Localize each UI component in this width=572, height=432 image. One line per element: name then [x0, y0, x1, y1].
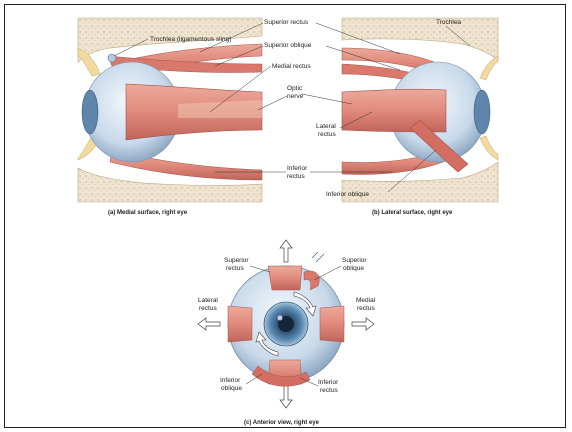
arrow-right — [352, 318, 374, 330]
label-inferior-oblique-b: Inferior oblique — [326, 191, 369, 198]
medial-rectus-muscle-c — [320, 306, 344, 342]
label-lateral-rectus-c-1: Lateral — [198, 297, 218, 304]
label-superior-rectus-a: Superior rectus — [264, 19, 309, 26]
label-optic-nerve-2: nerve — [287, 93, 304, 100]
cornea-medial — [82, 90, 98, 134]
lateral-rectus-muscle-b — [342, 89, 446, 132]
cornea-lateral — [474, 90, 490, 134]
panel-lateral: Trochlea Lateral rectus Inferior oblique… — [302, 18, 498, 216]
label-medial-rectus-c-1: Medial — [356, 297, 376, 304]
label-inferior-rectus-c-2: rectus — [320, 387, 338, 394]
label-lateral-rectus-2: rectus — [318, 131, 336, 138]
panel-anterior: Superior rectus Superior oblique Lateral… — [198, 240, 376, 426]
lateral-rectus-muscle-c — [228, 306, 252, 342]
caption-anterior: (c) Anterior view, right eye — [244, 420, 320, 426]
caption-medial: (a) Medial surface, right eye — [108, 210, 188, 216]
arrow-down — [280, 386, 292, 408]
label-inferior-rectus-2: rectus — [287, 173, 305, 180]
iris-highlight — [278, 316, 283, 321]
label-inferior-oblique-c-2: oblique — [221, 385, 242, 392]
label-superior-oblique-c-2: oblique — [343, 265, 364, 272]
arrow-left — [198, 318, 220, 330]
label-lateral-rectus-c-2: rectus — [199, 305, 217, 312]
label-trochlea: Trochlea — [436, 19, 461, 26]
label-medial-rectus: Medial rectus — [272, 63, 311, 70]
label-superior-rectus-c-2: rectus — [226, 265, 244, 272]
caption-lateral: (b) Lateral surface, right eye — [372, 210, 453, 216]
label-superior-rectus-c-1: Superior — [224, 257, 249, 264]
label-inferior-rectus-1: Inferior — [287, 165, 308, 172]
label-inferior-oblique-c-1: Inferior — [220, 377, 241, 384]
label-inferior-rectus-c-1: Inferior — [318, 379, 339, 386]
arrow-up — [280, 240, 292, 262]
label-lateral-rectus-1: Lateral — [316, 123, 336, 130]
upper-eyelid-b — [480, 56, 498, 80]
label-trochlea-ligamentous: Trochlea (ligamentous sling) — [150, 36, 231, 43]
superior-rectus-muscle-c — [268, 266, 302, 290]
lower-eyelid-b — [480, 136, 498, 160]
trochlea-sling — [108, 54, 116, 62]
label-superior-oblique-a: Superior oblique — [264, 42, 312, 49]
panel-medial: Trochlea (ligamentous sling) Superior re… — [78, 18, 312, 216]
label-medial-rectus-c-2: rectus — [357, 305, 375, 312]
trochlea-c — [312, 252, 324, 262]
label-superior-oblique-c-1: Superior — [342, 257, 367, 264]
label-optic-nerve-1: Optic — [287, 85, 303, 92]
